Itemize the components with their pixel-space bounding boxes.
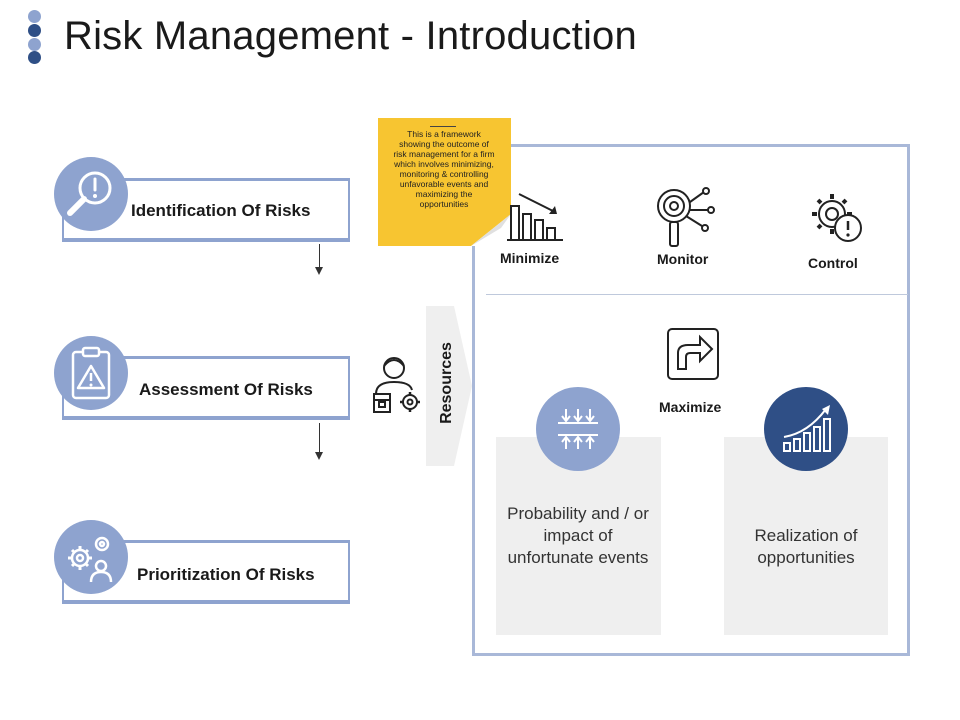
flow-arrow-head-1 bbox=[315, 267, 323, 275]
frame-divider bbox=[486, 294, 908, 295]
declining-bars-icon bbox=[507, 193, 563, 241]
outcome-text-opportunities: Realization of opportunities bbox=[754, 526, 858, 567]
outcome-circle-opportunities bbox=[764, 387, 848, 471]
gear-alert-icon bbox=[812, 194, 862, 242]
step-circle-assessment bbox=[54, 336, 128, 410]
decor-dot-4 bbox=[28, 51, 41, 64]
step-circle-prioritization bbox=[54, 520, 128, 594]
page-title: Risk Management - Introduction bbox=[64, 14, 637, 58]
outcome-circle-probability bbox=[536, 387, 620, 471]
action-label-monitor: Monitor bbox=[657, 251, 709, 267]
expand-arrow-icon bbox=[667, 328, 719, 380]
flow-arrow-2 bbox=[319, 423, 320, 453]
resources-label: Resources bbox=[438, 342, 455, 424]
step-label-assessment: Assessment Of Risks bbox=[139, 380, 313, 399]
decor-dot-3 bbox=[28, 38, 41, 51]
step-circle-identification bbox=[54, 157, 128, 231]
magnifier-alert-icon bbox=[67, 171, 112, 216]
step-label-identification: Identification Of Risks bbox=[131, 201, 311, 220]
flow-arrow-1 bbox=[319, 244, 320, 268]
clipboard-warning-icon bbox=[71, 346, 111, 400]
worker-gear-icon bbox=[373, 357, 420, 413]
resources-label-wrap: Resources bbox=[425, 342, 465, 424]
gears-person-icon bbox=[68, 536, 113, 583]
outcome-text-probability: Probability and / or impact of unfortuna… bbox=[507, 504, 649, 567]
decor-dot-1 bbox=[28, 10, 41, 23]
compress-arrows-icon bbox=[558, 409, 598, 449]
magnifier-network-icon bbox=[657, 187, 715, 247]
action-label-minimize: Minimize bbox=[500, 250, 560, 266]
framework-note bbox=[378, 118, 511, 246]
note-text: This is a framework showing the outcome … bbox=[393, 129, 495, 209]
growth-chart-icon bbox=[783, 405, 831, 452]
action-label-control: Control bbox=[808, 255, 858, 271]
step-label-prioritization: Prioritization Of Risks bbox=[137, 565, 315, 584]
resources-arrow bbox=[426, 306, 472, 466]
flow-arrow-head-2 bbox=[315, 452, 323, 460]
decor-dot-2 bbox=[28, 24, 41, 37]
action-label-maximize: Maximize bbox=[659, 399, 722, 415]
note-fold bbox=[471, 214, 511, 246]
note-pin-line bbox=[430, 126, 456, 127]
